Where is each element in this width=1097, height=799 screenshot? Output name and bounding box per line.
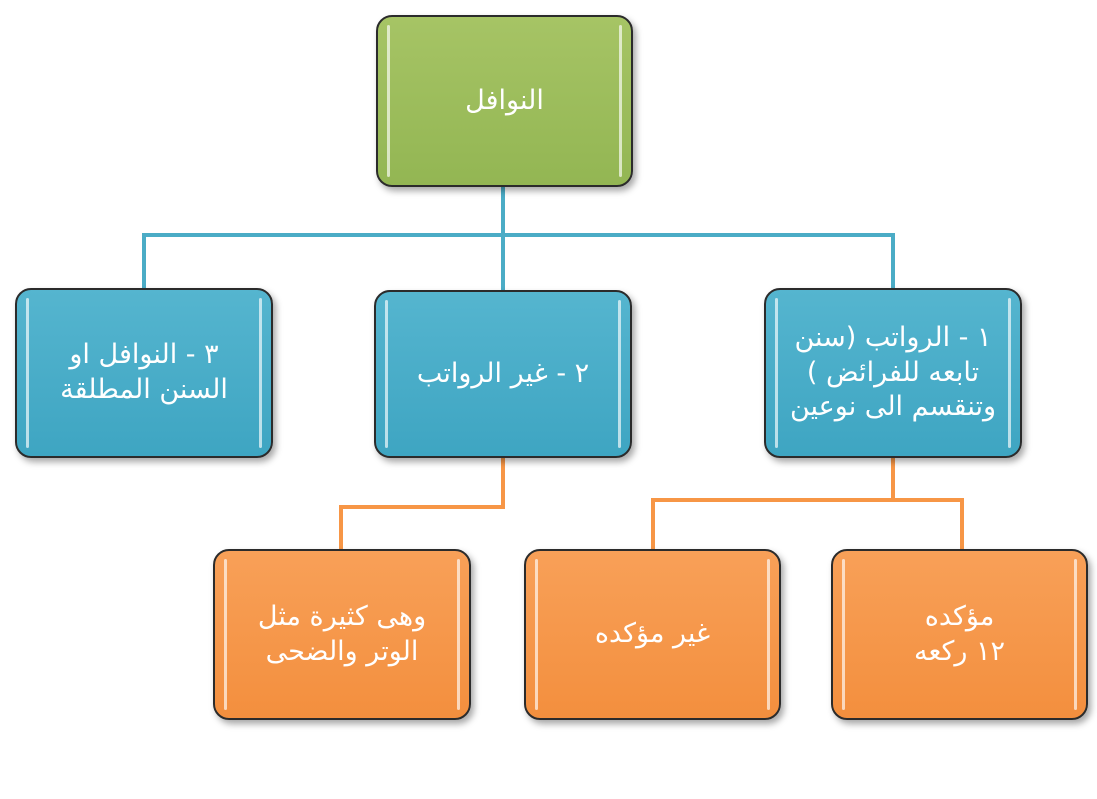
node-ghayr-muakkada-label: غير مؤكده — [594, 618, 711, 650]
node-nawafil-mutlaqa: ٣ - النوافل او السنن المطلقة — [15, 288, 273, 458]
root-node-nawafil: النوافل — [376, 15, 633, 187]
node-examples-witr-duha: وهى كثيرة مثل الوتر والضحى — [213, 549, 471, 720]
node-rawatib-line-3: وتنقسم الى نوعين — [789, 391, 997, 423]
root-node-label: النوافل — [465, 84, 544, 116]
connector-right-to-children — [651, 456, 964, 551]
node-ghayr-rawatib-label: ٢ - غير الرواتب — [416, 357, 590, 389]
node-rawatib-line-2: تابعه للفرائض ) — [806, 356, 980, 388]
node-muakkada-line-1: مؤكده — [924, 600, 995, 632]
node-ghayr-muakkada: غير مؤكده — [524, 549, 781, 720]
node-rawatib-line-1: ١ - الرواتب (سنن — [794, 322, 992, 354]
node-ghayr-rawatib: ٢ - غير الرواتب — [374, 290, 632, 458]
node-muakkada-line-2: ١٢ ركعه — [914, 635, 1005, 667]
node-muakkada: مؤكده ١٢ ركعه — [831, 549, 1088, 720]
node-nawafil-mutlaqa-line-1: ٣ - النوافل او — [69, 339, 219, 371]
node-nawafil-mutlaqa-line-2: السنن المطلقة — [60, 374, 228, 405]
connector-middle-to-widely — [339, 456, 505, 551]
node-examples-line-1: وهى كثيرة مثل — [257, 600, 427, 632]
node-examples-line-2: الوتر والضحى — [265, 635, 419, 667]
node-rawatib: ١ - الرواتب (سنن تابعه للفرائض ) وتنقسم … — [764, 288, 1022, 458]
